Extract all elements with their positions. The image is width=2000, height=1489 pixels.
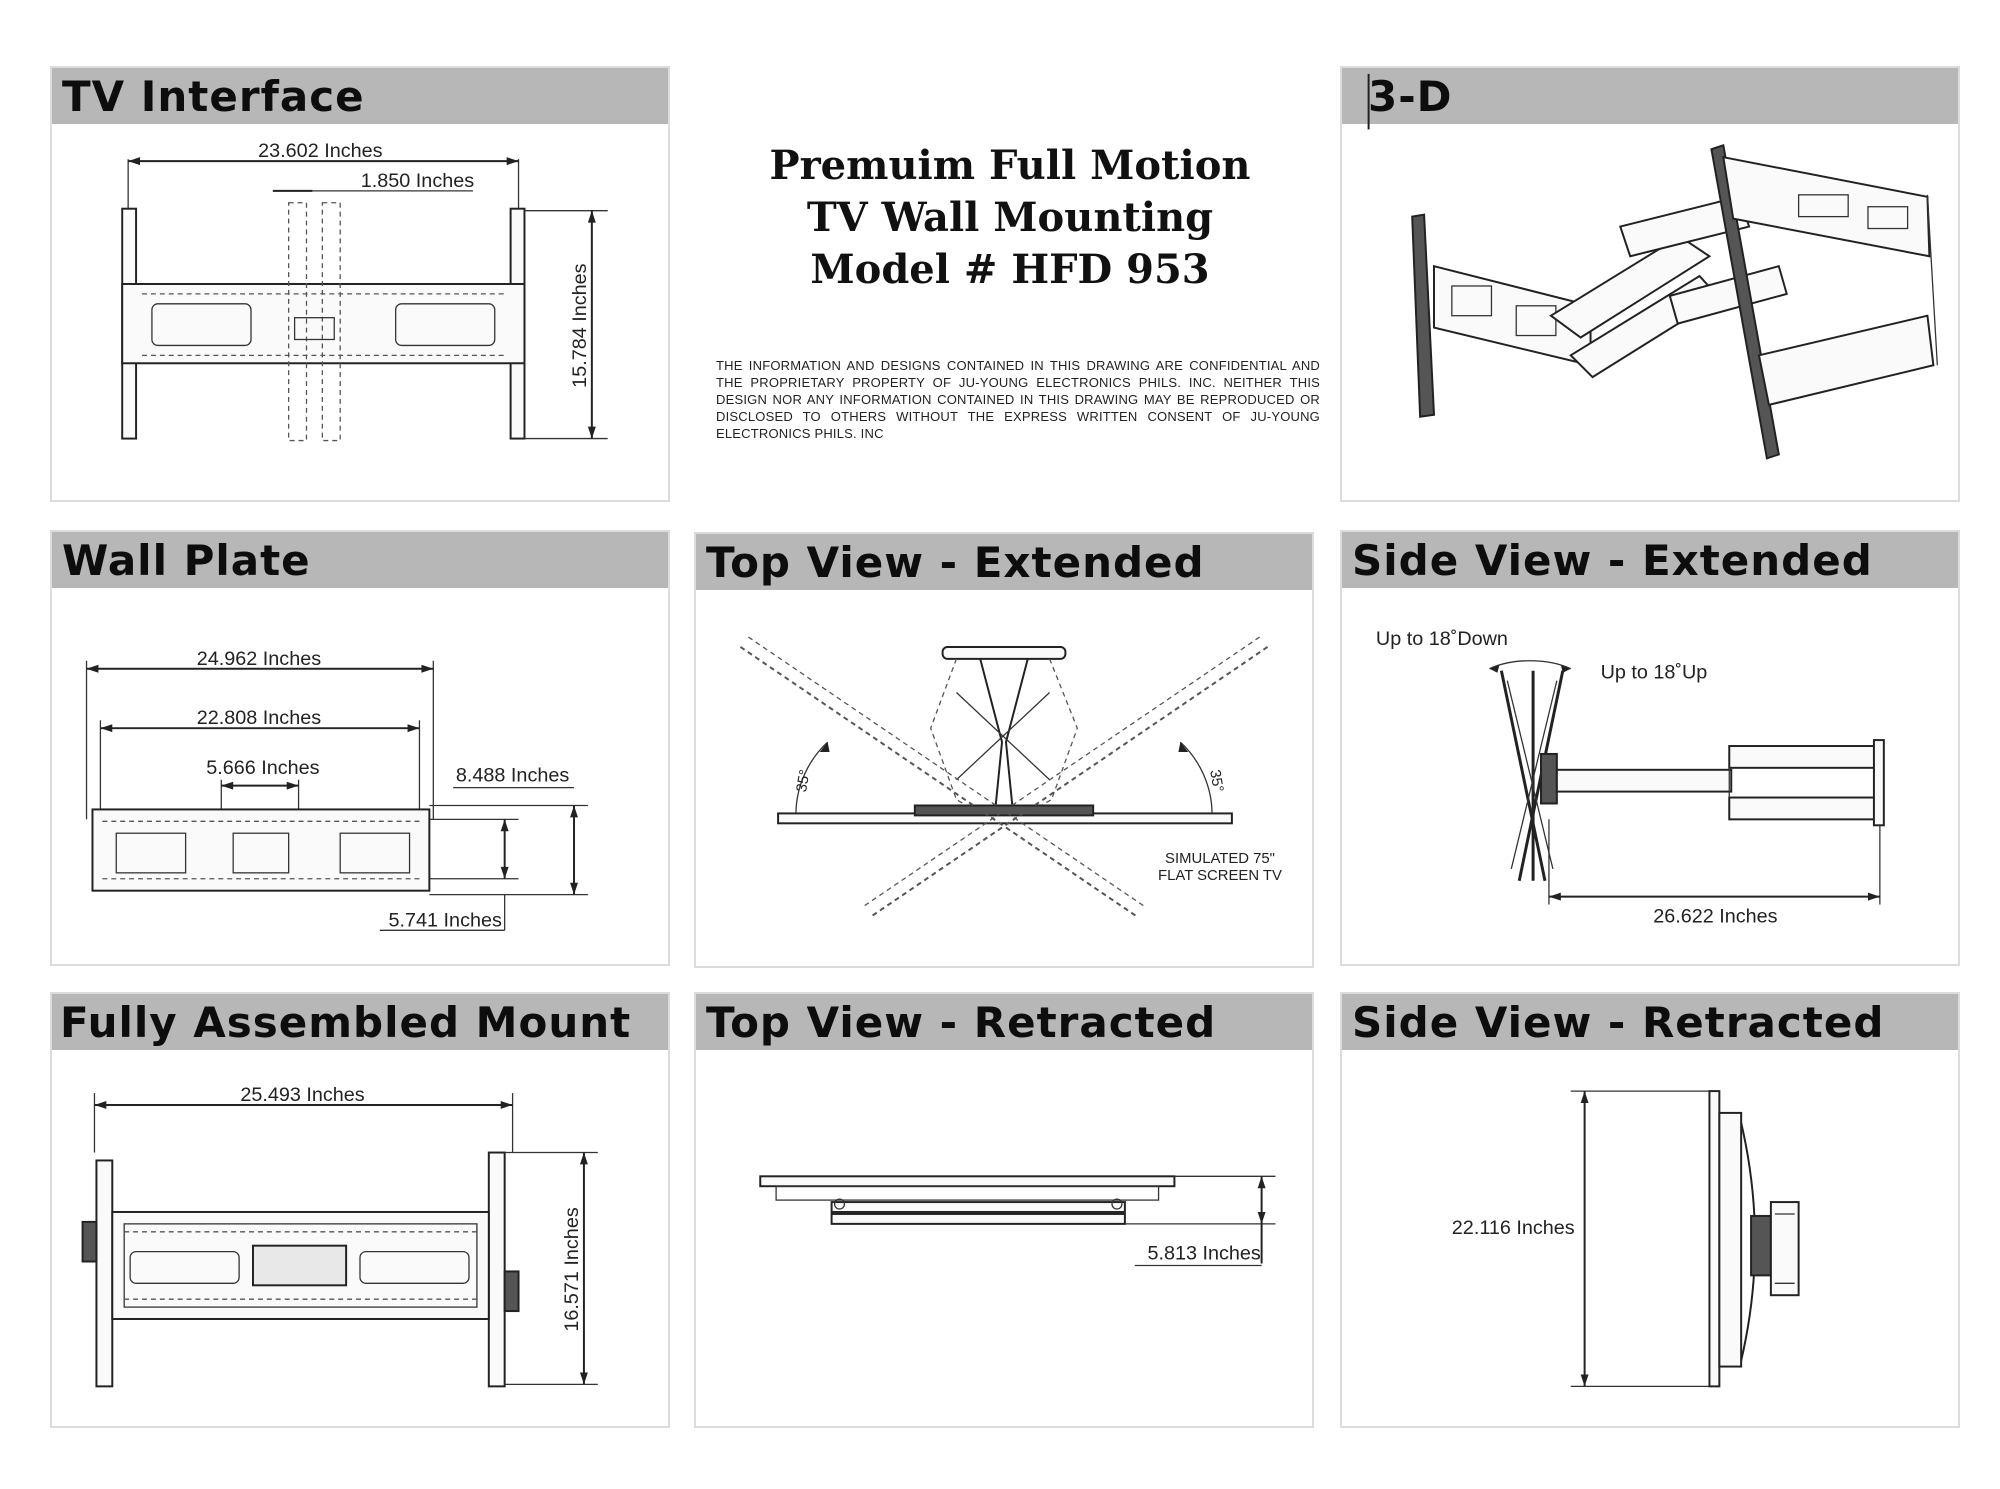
panel-top-view-extended: Top View - Extended 35° 35° SIMULATED 75… [694,532,1314,968]
dim-height-label: 15.784 Inches [569,263,591,387]
assembled-drawing: 25.493 Inches 16.571 Inches [81,1084,598,1388]
panel-fully-assembled: Fully Assembled Mount 25.493 Inches 16.5… [50,992,670,1428]
panel-header: Top View - Extended [696,534,1312,590]
wall-plate-drawing: 24.962 Inches 22.808 Inches 5.666 Inches… [85,648,588,931]
panel-title: Side View - Retracted [1352,998,1885,1047]
dim-height-outer-label: 8.488 Inches [456,765,569,787]
dim-width-inner-label: 22.808 Inches [197,707,321,729]
dim-width-outer-label: 24.962 Inches [197,648,321,670]
panel-header: Side View - Retracted [1342,994,1958,1050]
dim-height-label: 16.571 Inches [561,1207,583,1331]
dim-spacing-label: 1.850 Inches [361,170,474,192]
dim-width-label: 25.493 Inches [240,1084,364,1106]
dim-width-label: 23.602 Inches [258,140,382,162]
tv-interface-drawing: 23.602 Inches 1.850 Inches 15.784 Inches [121,140,608,442]
panel-header: Wall Plate [52,532,668,588]
panel-title: Wall Plate [62,536,311,585]
panel-header: Side View - Extended [1342,532,1958,588]
panel-header: 3-D [1342,68,1958,124]
tv-note-line-1: SIMULATED 75" [1165,851,1275,867]
dim-depth-label: 5.813 Inches [1147,1243,1260,1265]
panel-header: Fully Assembled Mount [52,994,668,1050]
panel-wall-plate: Wall Plate 24.962 Inches 22.808 Inches 5… [50,530,670,966]
title-line-1: Premuim Full Motion [769,142,1251,189]
title-block: Premuim Full Motion TV Wall Mounting Mod… [700,140,1320,296]
tilt-up-label: Up to 18˚Up [1601,662,1708,684]
panel-title: Fully Assembled Mount [60,998,632,1047]
dim-width-center-label: 5.666 Inches [206,757,319,779]
panel-title: Top View - Retracted [706,998,1217,1047]
tv-note-line-2: FLAT SCREEN TV [1158,868,1282,884]
panel-title: TV Interface [62,72,365,121]
confidentiality-notice: THE INFORMATION AND DESIGNS CONTAINED IN… [716,358,1320,441]
side-retracted-drawing: 22.116 Inches [1452,1090,1800,1388]
angle-right-label: 35° [1206,769,1226,794]
panel-title: 3-D [1368,72,1453,121]
panel-header: Top View - Retracted [696,994,1312,1050]
title-line-2: TV Wall Mounting [806,194,1214,241]
dim-height-label: 22.116 Inches [1452,1217,1575,1239]
dim-extension-label: 26.622 Inches [1653,905,1777,927]
tilt-down-label: Up to 18˚Down [1376,628,1508,650]
panel-header: TV Interface [52,68,668,124]
panel-top-view-retracted: Top View - Retracted 5.813 Inches [694,992,1314,1428]
panel-tv-interface: TV Interface 23.602 Inches 1.850 Inches … [50,66,670,502]
three-d-drawing [1367,73,1938,460]
dim-height-inner-label: 5.741 Inches [389,909,502,931]
angle-left-label: 35° [794,769,814,794]
panel-side-view-retracted: Side View - Retracted 22.116 Inches [1340,992,1960,1428]
panel-3d: 3-D [1340,66,1960,502]
side-extended-drawing: Up to 18˚Down Up to 18˚Up 26.622 Inches [1376,628,1885,927]
title-line-3: Model # HFD 953 [810,246,1210,293]
top-extended-drawing: 35° 35° SIMULATED 75" FLAT SCREEN TV [739,636,1282,918]
top-retracted-drawing: 5.813 Inches [759,1175,1276,1267]
panel-title: Top View - Extended [706,538,1205,587]
panel-title: Side View - Extended [1352,536,1873,585]
panel-side-view-extended: Side View - Extended Up to 18˚Down Up to… [1340,530,1960,966]
